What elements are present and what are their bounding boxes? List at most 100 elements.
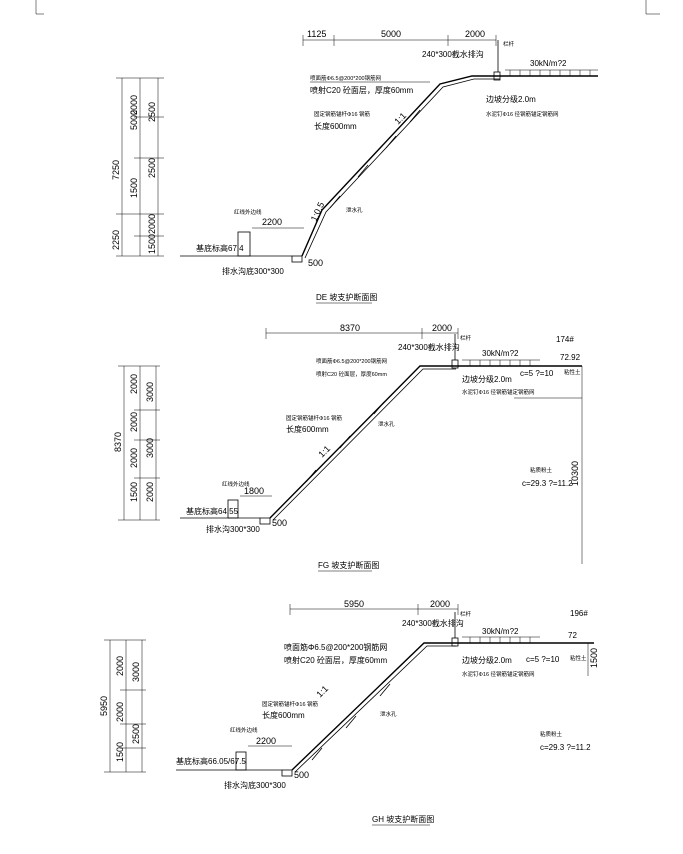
fg-top-dimensions: 8370 2000 — [265, 323, 459, 339]
gh-inner-3: 1500 — [115, 742, 125, 762]
de-dim-2000: 2000 — [465, 29, 485, 39]
fg-boundary-label: 红线外边线 — [222, 480, 250, 488]
de-toe-label: 500 — [308, 258, 323, 268]
fg-soil2-label: 粘性土 — [564, 368, 581, 376]
fg-slope-profile — [180, 334, 583, 564]
fg-right-dim: 10300 — [570, 461, 580, 486]
corner-marks — [35, 0, 660, 15]
gh-boundary-dim: 2200 — [256, 736, 276, 746]
gh-mesh-label: 喷面筋Φ6.5@200*200钢筋网 — [284, 642, 387, 652]
gh-soil2-label: 粘性土 — [570, 654, 587, 662]
fg-anchor-label: 固定钢筋锚杆Φ16 钢筋 — [286, 414, 343, 422]
gh-params-label: c=29.3 ?=11.2 — [540, 743, 591, 752]
de-mid-3: 2250 — [111, 230, 121, 250]
fg-mid-3: 2000 — [145, 482, 155, 502]
de-anchor-len-label: 长度600mm — [314, 121, 357, 131]
fg-inner-2: 2000 — [129, 412, 139, 432]
gh-mid-1: 3000 — [131, 662, 141, 682]
gh-mid-2: 2500 — [131, 724, 141, 744]
gh-weep-label: 泄水孔 — [380, 710, 397, 718]
gh-toe-label: 500 — [294, 770, 309, 780]
de-anchor-grade-label: 边坡分级2.0m — [486, 94, 536, 104]
fg-total-height: 8370 — [113, 432, 123, 452]
de-dim-5000: 5000 — [381, 29, 401, 39]
fg-shotcrete-label: 喷射C20 砼面层，厚度60mm — [316, 370, 387, 378]
de-mesh-label: 喷面筋Φ6.5@200*200钢筋网 — [310, 74, 382, 82]
fg-weep-label: 泄水孔 — [378, 420, 395, 428]
de-inner-1: 2000 — [129, 95, 139, 115]
de-load-arrows — [505, 69, 598, 76]
fg-inner-1: 2000 — [129, 374, 139, 394]
gh-right-dim: 1500 — [589, 648, 599, 668]
de-fence-label: 栏杆 — [503, 40, 515, 48]
gh-annotations: 240*300截水排沟 栏杆 30kN/m?2 喷面筋Φ6.5@200*200钢… — [176, 609, 599, 826]
fg-dim-2000: 2000 — [432, 323, 452, 333]
fg-ditch-label: 排水沟300*300 — [206, 524, 260, 534]
gh-dim-2000: 2000 — [430, 599, 450, 609]
de-mid-1: 5000 — [129, 110, 139, 130]
gh-anchor-top-label: 水泥钉Φ16 径钢筋锚定钢筋网 — [462, 670, 535, 678]
de-total-height: 7250 — [111, 160, 121, 180]
gh-fence-label: 栏杆 — [460, 610, 472, 618]
gh-soil-label: c=5 ?=10 — [526, 655, 560, 664]
fg-mid-1: 3000 — [145, 382, 155, 402]
fg-borehole-label: 174# — [556, 335, 574, 344]
gh-ditch-label: 排水沟底300*300 — [224, 780, 286, 790]
de-drain-top-label: 240*300截水排沟 — [422, 49, 484, 59]
fg-annotations: 240*300截水排沟 栏杆 30kN/m?2 喷面筋Φ6.5@200*200钢… — [186, 334, 581, 572]
gh-soil3-label: 粘质粉土 — [540, 730, 563, 738]
gh-shotcrete-label: 喷射C20 砼面层，厚度60mm — [284, 655, 387, 665]
de-boundary-label: 红线外边线 — [234, 208, 262, 216]
gh-boundary-label: 红线外边线 — [230, 726, 258, 734]
gh-left-dimensions: 5950 3000 2500 2000 2000 1500 — [99, 639, 146, 773]
fg-fence-label: 栏杆 — [460, 334, 472, 342]
gh-base-label: 基底标高66.05/67.5 — [176, 756, 246, 766]
fg-soil-label: c=5 ?=10 — [520, 369, 554, 378]
de-anchor-top-label: 水泥钉Φ16 径钢筋锚定钢筋网 — [486, 110, 559, 118]
gh-dim-5950: 5950 — [344, 599, 364, 609]
fg-left-dimensions: 8370 3000 3000 2000 2000 2000 2000 1500 — [113, 365, 160, 521]
de-base-label: 基底标高67.4 — [196, 243, 244, 253]
de-dim-1125: 1125 — [307, 29, 326, 39]
fg-inner-4: 1500 — [129, 482, 139, 502]
de-ditch-label: 排水沟底300*300 — [222, 266, 284, 276]
fg-boundary-dim: 1800 — [244, 486, 264, 496]
fg-dim-8370: 8370 — [340, 323, 360, 333]
fg-base-label: 基底标高64.55 — [186, 506, 239, 516]
de-left-dimensions: 7250 5000 1500 2250 2000 2500 2500 2000 … — [111, 77, 164, 257]
fg-mid-2: 3000 — [145, 438, 155, 458]
gh-inner-1: 2000 — [115, 656, 125, 676]
section-gh: 5950 2000 5950 3000 2500 2000 2000 1500 — [99, 599, 599, 826]
de-top-dimensions: 1125 5000 2000 — [302, 29, 497, 46]
gh-anchor-grade-label: 边坡分级2.0m — [462, 655, 512, 665]
de-annotations: 240*300截水排沟 栏杆 30kN/m?2 喷面筋Φ6.5@200*200钢… — [196, 40, 567, 304]
fg-inner-3: 2000 — [129, 448, 139, 468]
fg-params-label: c=29.3 ?=11.2 — [522, 479, 573, 488]
gh-borehole-label: 196# — [570, 609, 588, 618]
gh-top-dimensions: 5950 2000 — [289, 599, 459, 615]
de-load-label: 30kN/m?2 — [530, 59, 567, 68]
de-slope2: 1:0.5 — [309, 200, 327, 222]
gh-drain-top-label: 240*300截水排沟 — [402, 618, 464, 628]
gh-slope1: 1:1 — [314, 683, 330, 699]
gh-slope-profile — [176, 612, 594, 777]
fg-elev-label: 72.92 — [560, 353, 581, 362]
fg-title: FG 坡支护断面图 — [318, 560, 379, 570]
fg-anchor-len-label: 长度600mm — [286, 424, 329, 434]
de-slope-profile — [180, 40, 598, 263]
gh-anchor-len-label: 长度600mm — [262, 710, 305, 720]
de-title: DE 坡支护断面图 — [316, 292, 377, 302]
fg-drain-top-label: 240*300截水排沟 — [398, 342, 460, 352]
fg-soil3-label: 粘质粉土 — [530, 466, 553, 474]
de-mid-2: 1500 — [129, 178, 139, 198]
section-fg: 8370 2000 8370 3000 3000 2000 2000 2000 … — [113, 323, 583, 572]
de-inner-5: 1500 — [147, 234, 157, 254]
gh-elev-label: 72 — [568, 631, 577, 640]
de-weep-label: 泄水孔 — [346, 206, 363, 214]
de-inner-4: 2000 — [147, 214, 157, 234]
gh-inner-2: 2000 — [115, 702, 125, 722]
de-slope1: 1:1 — [392, 110, 408, 126]
fg-mesh-label: 喷面筋Φ6.5@200*200钢筋网 — [316, 357, 388, 365]
fg-load-label: 30kN/m?2 — [482, 349, 519, 358]
gh-anchor-label: 固定钢筋锚杆Φ16 钢筋 — [262, 700, 319, 708]
